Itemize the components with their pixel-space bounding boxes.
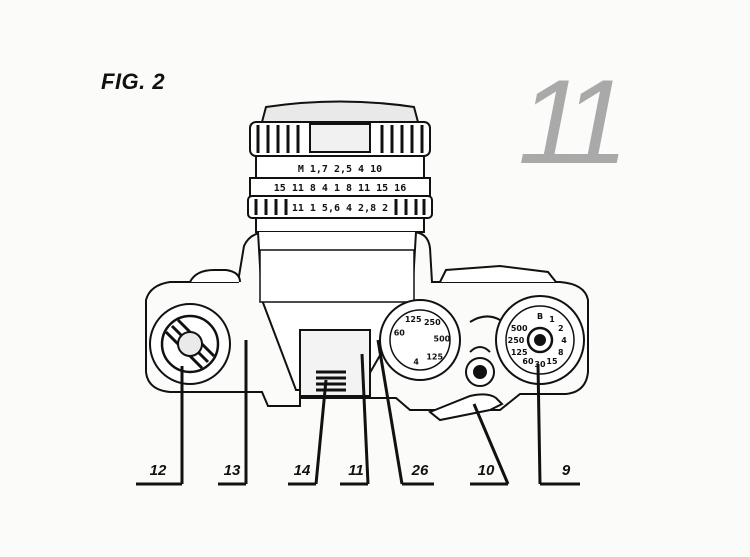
film-advance-lever: [428, 393, 504, 422]
lens-distance-scale: M 1,7 2,5 4 10: [298, 164, 382, 175]
aperture-knurl: [254, 199, 426, 215]
film-speed-label: 60: [394, 329, 406, 338]
lens-dof-scale: 15 11 8 4 1 8 11 15 16: [274, 183, 406, 194]
callout-14: 14: [293, 462, 311, 479]
lens-mount: [255, 217, 425, 233]
film-speed-label: 125: [426, 352, 443, 361]
accessory-shoe: [299, 329, 371, 397]
focus-knurl: [256, 125, 424, 153]
shutter-speed-label: 500: [511, 324, 528, 333]
shutter-speed-label: 15: [546, 357, 558, 366]
shutter-speed-label: 8: [558, 348, 564, 357]
film-speed-label: 250: [424, 318, 441, 327]
shutter-speed-label: 2: [558, 324, 564, 333]
lens: [247, 100, 433, 233]
shoe-contact-slots: [316, 370, 346, 392]
shutter-speed-label: 60: [522, 357, 534, 366]
lens-aperture-scale: 11 1 5,6 4 2,8 2: [292, 203, 388, 214]
film-speed-label: 125: [405, 315, 422, 324]
shutter-speed-label: 1: [549, 315, 555, 324]
page-number: 11: [518, 55, 629, 189]
film-speed-label: 4: [413, 358, 419, 367]
shutter-speed-label: 4: [561, 336, 567, 345]
lens-front-element: [260, 100, 420, 123]
callout-11: 11: [348, 462, 364, 479]
callout-26: 26: [411, 462, 429, 479]
callout-9: 9: [561, 462, 571, 479]
callout-10: 10: [477, 462, 495, 479]
callout-12: 12: [149, 462, 167, 479]
shutter-speed-label: 125: [511, 348, 528, 357]
shutter-speed-label: 30: [534, 360, 546, 369]
callout-13: 13: [223, 462, 241, 479]
shutter-speed-label: B: [537, 312, 543, 321]
figure-title: FIG. 2: [101, 69, 166, 94]
film-speed-label: 500: [434, 335, 451, 344]
shutter-speed-label: 250: [508, 336, 525, 345]
focus-ring-window: [309, 123, 371, 153]
leader-lines: [136, 339, 580, 486]
